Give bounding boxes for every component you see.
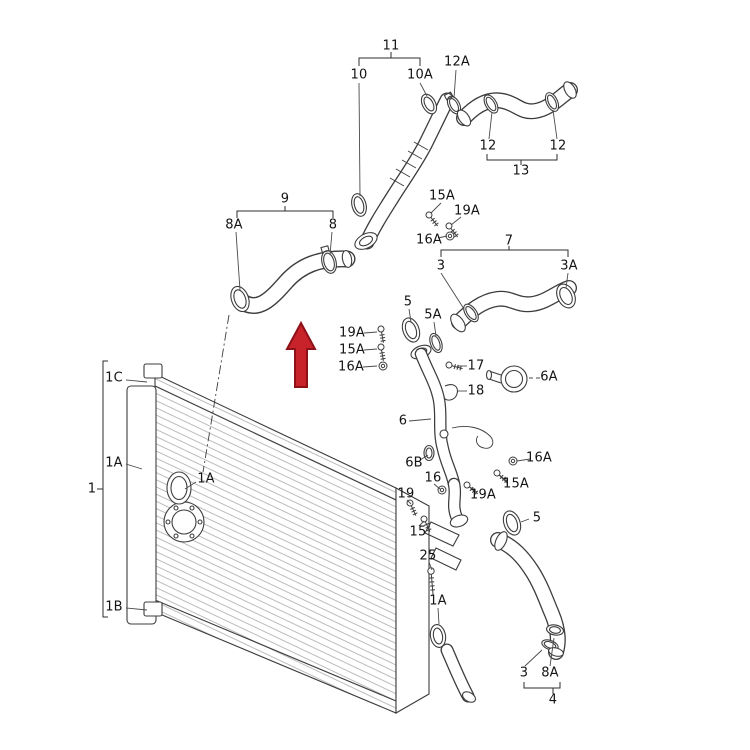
o-ring-5-lower	[502, 510, 522, 536]
pipe-6-bottom-flange	[449, 514, 469, 528]
clamp-3-upper	[463, 303, 479, 323]
bolt-15a-right-icon	[492, 468, 511, 485]
highlight-arrow-part-9	[285, 320, 317, 388]
stub-6b	[423, 444, 435, 462]
intercooler-inlet-seal	[166, 471, 192, 505]
charge-hose-7	[450, 280, 577, 333]
o-ring-8a	[230, 285, 250, 313]
charge-hose-9	[230, 245, 356, 314]
intercooler-inlet-port	[163, 501, 205, 543]
nut-16a-right-icon	[508, 456, 518, 466]
clamp-5a	[429, 332, 443, 354]
charge-pipe-6-assembly	[401, 317, 528, 571]
intercooler-top-bracket	[143, 363, 163, 379]
pipe-6-sensor-boss	[439, 429, 449, 439]
support-bracket	[451, 425, 494, 449]
bracket-11	[358, 57, 421, 66]
clamp-12-right	[544, 92, 560, 112]
nut-16-icon	[437, 485, 447, 495]
o-ring-5-upper	[401, 317, 421, 343]
bracket-4	[523, 682, 561, 689]
bracket-1	[102, 360, 108, 618]
intercooler-assembly	[126, 314, 477, 714]
intercooler-core	[154, 373, 397, 714]
bolt-15a-top-icon	[424, 210, 441, 229]
intercooler-bottom-bracket	[143, 601, 163, 617]
assembly-centerline	[202, 314, 230, 473]
bracket-13	[486, 154, 558, 161]
o-ring-10a	[420, 93, 438, 115]
resonator-6a	[485, 365, 528, 393]
bolt-19a-right-icon	[462, 480, 481, 497]
bolt-19a-stack-icon	[377, 325, 387, 344]
bracket-9	[236, 210, 334, 218]
clamp-12-left	[483, 94, 499, 114]
flange-plate-lower	[430, 547, 462, 571]
o-ring-10	[351, 193, 367, 217]
pipe-flange	[354, 232, 378, 250]
intercooler-outlet-seal	[429, 624, 447, 648]
bracket-7	[440, 249, 569, 257]
clamp-8	[320, 245, 337, 274]
charge-hose-4	[490, 510, 566, 660]
charge-hose-13	[456, 81, 578, 127]
o-ring-8a-lower	[546, 624, 564, 636]
flange-plate-upper	[424, 521, 460, 547]
bracket-18	[443, 384, 458, 401]
intercooler-right-tank	[395, 487, 430, 714]
nut-16a-top-icon	[445, 231, 455, 241]
nut-16a-stack-icon	[378, 361, 388, 371]
o-ring-3a	[556, 283, 576, 309]
bolt-15a-stack-icon	[377, 343, 387, 362]
intercooler-left-tank	[126, 385, 157, 625]
charge-pipe-10-11	[351, 91, 462, 250]
callout-lines	[97, 52, 569, 694]
